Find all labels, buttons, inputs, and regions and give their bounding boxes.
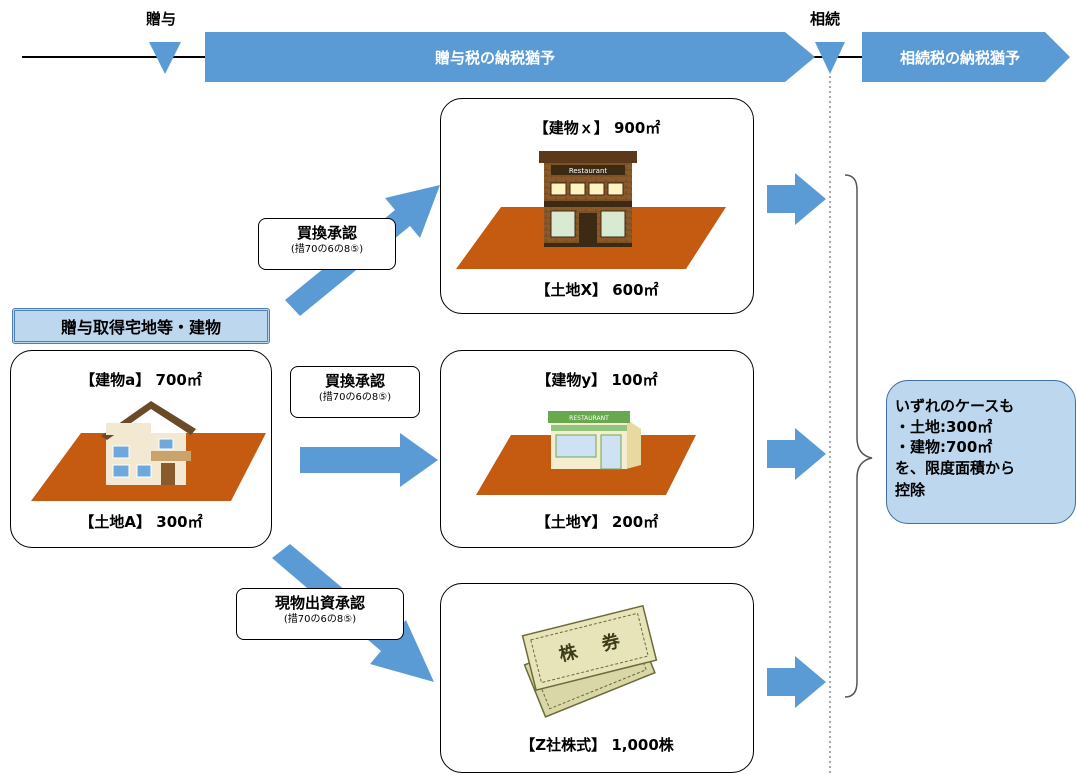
restaurant-x-illustration: Restaurant xyxy=(456,151,726,269)
note-line-4: を、限度面積から xyxy=(895,459,1016,477)
gift-label: 贈与 xyxy=(146,10,177,28)
restaurant-y-illustration: RESTAURANT xyxy=(476,411,696,495)
origin-land-label: 【土地A】 300㎡ xyxy=(79,513,203,531)
conversion-title-2: 買換承認 xyxy=(324,372,385,390)
origin-building-label: 【建物a】 700㎡ xyxy=(80,371,202,389)
building-y-label: 【建物y】 100㎡ xyxy=(536,371,658,389)
arrow-right-2 xyxy=(767,428,826,480)
origin-header: 贈与取得宅地等・建物 xyxy=(12,308,270,344)
target-box-z: 株 券 【Z社株式】 1,000株 xyxy=(440,583,754,773)
land-y-label: 【土地Y】 200㎡ xyxy=(535,513,659,531)
stock-char-1: 株 xyxy=(557,640,581,666)
inheritance-tax-deferral-label: 相続税の納税猶予 xyxy=(900,49,1020,67)
gift-marker xyxy=(149,42,181,74)
gift-tax-deferral-label: 贈与税の納税猶予 xyxy=(435,49,555,67)
arrow-right-1 xyxy=(767,173,826,225)
restaurant-sign-x: Restaurant xyxy=(569,167,608,175)
note-line-2: ・土地:300㎡ xyxy=(895,418,993,436)
inheritance-marker xyxy=(815,42,845,74)
land-x-label: 【土地X】 600㎡ xyxy=(535,281,659,299)
conversion-ref-2: (措70の6の8⑤) xyxy=(318,392,392,403)
building-x-label: 【建物ｘ】 900㎡ xyxy=(533,119,661,137)
target-box-x: 【建物ｘ】 900㎡ Restaurant 【土地X】 600㎡ xyxy=(440,98,754,314)
stock-label: 【Z社株式】 1,000株 xyxy=(520,736,674,754)
inheritance-label: 相続 xyxy=(810,10,841,28)
stock-certificate-illustration: 株 券 xyxy=(521,604,658,718)
inheritance-tax-deferral-arrow xyxy=(862,32,1070,82)
note-line-3: ・建物:700㎡ xyxy=(895,438,993,456)
grouping-brace xyxy=(844,174,873,698)
note-box: いずれのケースも ・土地:300㎡ ・建物:700㎡ を、限度面積から 控除 xyxy=(886,380,1076,524)
conversion-title-1: 買換承認 xyxy=(296,224,357,242)
target-box-y: 【建物y】 100㎡ RESTAURANT 【土地Y】 200㎡ xyxy=(440,350,754,548)
conversion-title-3: 現物出資承認 xyxy=(274,594,365,612)
conversion-label-3: 現物出資承認 (措70の6の8⑤) xyxy=(236,588,404,640)
conversion-label-2: 買換承認 (措70の6の8⑤) xyxy=(290,366,420,418)
restaurant-sign-y: RESTAURANT xyxy=(569,415,609,422)
origin-header-text: 贈与取得宅地等・建物 xyxy=(60,318,221,337)
origin-box: 【建物a】 700㎡ 【土地A】 300㎡ xyxy=(10,350,272,548)
arrow-to-building-y xyxy=(300,433,438,487)
house-illustration xyxy=(31,401,266,501)
arrow-right-3 xyxy=(767,656,826,708)
note-line-1: いずれのケースも xyxy=(895,397,1015,415)
conversion-ref-3: (措70の6の8⑤) xyxy=(283,614,357,625)
note-line-5: 控除 xyxy=(895,481,926,499)
gift-tax-deferral-arrow xyxy=(205,32,815,82)
conversion-label-1: 買換承認 (措70の6の8⑤) xyxy=(258,218,396,270)
conversion-ref-1: (措70の6の8⑤) xyxy=(290,244,364,255)
